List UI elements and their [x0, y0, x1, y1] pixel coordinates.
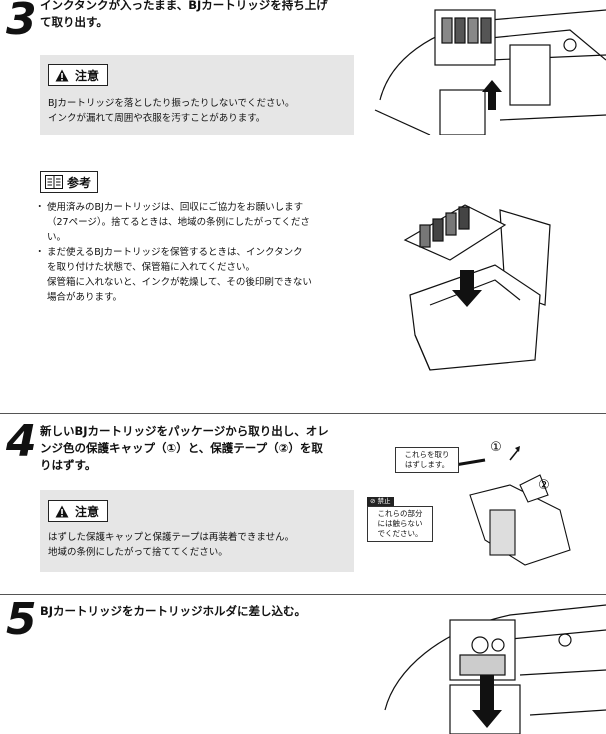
caution-heading-2: 注意	[48, 500, 109, 522]
prohibit-icon: ⊘	[370, 497, 376, 505]
note-list: 使用済みのBJカートリッジは、回収にご協力をお願いします （27ページ）。捨てる…	[35, 200, 358, 305]
note-item-1: 使用済みのBJカートリッジは、回収にご協力をお願いします	[35, 200, 358, 215]
step-4-instruction-line3: りはずす。	[40, 458, 97, 472]
note-item-1-cont2: い。	[47, 232, 67, 243]
label-2: ②	[538, 478, 550, 493]
step-4-caution-box: 注意 はずした保護キャップと保護テープは再装着できません。 地域の条例にしたがっ…	[40, 490, 354, 572]
caution-text: BJカートリッジを落としたり振ったりしないでください。 インクが漏れて周囲や衣服…	[48, 96, 295, 126]
note-item-1-cont: （27ページ）。捨てるときは、地域の条例にしたがってくださ	[47, 217, 310, 228]
printer-insert-cartridge-illustration	[384, 604, 606, 734]
step-5-number: 5	[6, 594, 37, 645]
remove-these-line2: はずします。	[404, 460, 450, 469]
caution-line-1: BJカートリッジを落としたり振ったりしないでください。	[48, 98, 295, 109]
printer-remove-cartridge-illustration	[374, 9, 606, 135]
prohibit-line2: には触らない	[377, 519, 423, 528]
prohibit-callout: ⊘ 禁止 これらの部分 には触らない でください。	[367, 496, 433, 542]
down-arrow	[452, 270, 482, 307]
step-5-instruction: BJカートリッジをカートリッジホルダに差し込む。	[40, 603, 360, 620]
step-5-instruction-line1: BJカートリッジをカートリッジホルダに差し込む。	[40, 604, 307, 618]
caution-heading: 注意	[48, 64, 109, 86]
step-3-instruction-line2: て取り出す。	[40, 15, 108, 29]
step-4-number: 4	[6, 416, 37, 467]
note-item-2-cont2: 保管箱に入れないと、インクが乾燥して、その後印刷できない	[47, 277, 312, 288]
note-title: 参考	[67, 175, 92, 190]
step-4-instruction-line2: ンジ色の保護キャップ（①）と、保護テープ（②）を取	[40, 441, 323, 455]
step-3-number: 3	[6, 0, 37, 45]
label-1: ①	[490, 440, 502, 455]
storage-box-illustration	[403, 204, 551, 371]
step-3-instruction: インクタンクが入ったまま、BJカートリッジを持ち上げ て取り出す。	[40, 0, 360, 31]
prohibit-line1: これらの部分	[377, 509, 423, 518]
caution-title: 注意	[75, 68, 100, 83]
down-arrow	[472, 675, 502, 728]
note-item-2-cont: を取り付けた状態で、保管箱に入れてください。	[47, 262, 256, 273]
step-4-instruction-line1: 新しいBJカートリッジをパッケージから取り出し、オレ	[40, 424, 329, 438]
warning-icon	[55, 69, 69, 81]
step-4-instruction: 新しいBJカートリッジをパッケージから取り出し、オレ ンジ色の保護キャップ（①）…	[40, 423, 360, 474]
section-divider-1	[0, 413, 606, 414]
book-icon	[45, 175, 63, 189]
remove-these-callout: これらを取り はずします。	[395, 447, 459, 473]
cartridge-remove-cap-illustration: ① ②	[454, 440, 571, 566]
caution-2-line-1: はずした保護キャップと保護テープは再装着できません。	[48, 532, 295, 543]
caution-title-2: 注意	[75, 504, 100, 519]
up-arrow	[482, 80, 502, 110]
note-item-2: まだ使えるBJカートリッジを保管するときは、インクタンク	[35, 245, 358, 260]
note-heading: 参考	[40, 171, 99, 193]
step-3-instruction-line1: インクタンクが入ったまま、BJカートリッジを持ち上げ	[40, 0, 328, 12]
section-divider-2	[0, 594, 606, 595]
caution-line-2: インクが漏れて周囲や衣服を汚すことがあります。	[48, 113, 266, 124]
caution-text-2: はずした保護キャップと保護テープは再装着できません。 地域の条例にしたがって捨て…	[48, 530, 294, 560]
step-3-caution-box: 注意 BJカートリッジを落としたり振ったりしないでください。 インクが漏れて周囲…	[40, 55, 354, 135]
warning-icon	[55, 505, 69, 517]
caution-2-line-2: 地域の条例にしたがって捨ててください。	[48, 547, 228, 558]
note-item-2-cont3: 場合があります。	[47, 292, 123, 303]
remove-these-line1: これらを取り	[404, 450, 450, 459]
prohibit-badge-text: 禁止	[377, 497, 391, 505]
prohibit-line3: でください。	[377, 529, 423, 538]
prohibit-badge: ⊘ 禁止	[367, 497, 394, 506]
